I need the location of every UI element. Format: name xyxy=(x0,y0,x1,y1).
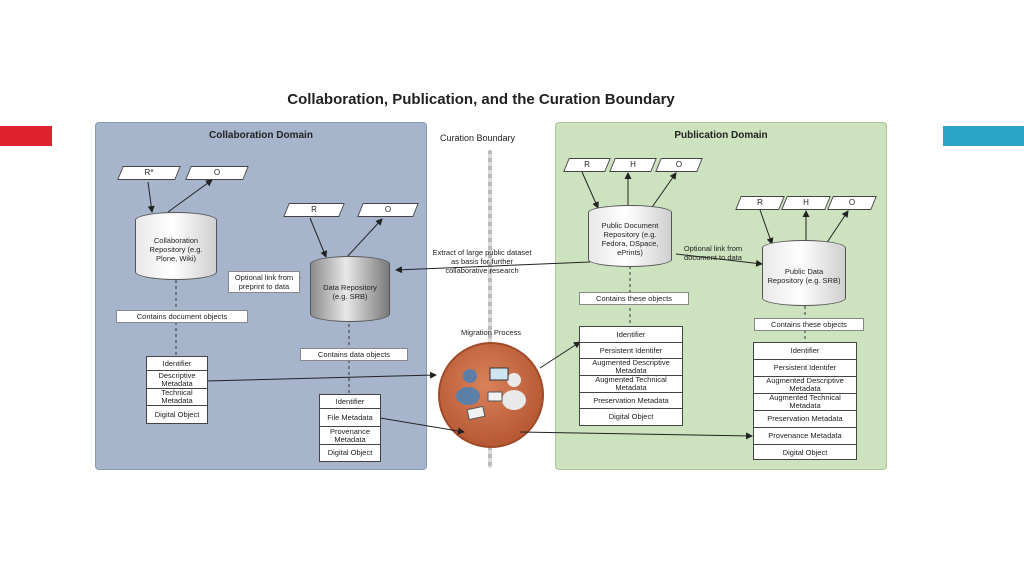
diagram-title: Collaboration, Publication, and the Cura… xyxy=(287,91,675,108)
optional-link-document-label: Optional link from document to data xyxy=(683,244,743,262)
pub-data-table-provenance: Provenance Metadata xyxy=(754,428,856,445)
pub-data-table-augmented-descriptive: Augmented Descriptive Metadata xyxy=(754,377,856,394)
pub-param-r: R xyxy=(563,158,611,172)
public-document-repository-cylinder: Public Document Repository (e.g. Fedora,… xyxy=(588,205,672,267)
collab-param-r: R* xyxy=(117,166,181,180)
data-repo-param-o: O xyxy=(357,203,419,217)
pub-table-preservation: Preservation Metadata xyxy=(580,393,682,409)
pub-data-object-table: Identifier Persistent Identifer Augmente… xyxy=(753,342,857,460)
pub-param-h: H xyxy=(609,158,657,172)
contains-document-objects-label: Contains document objects xyxy=(116,310,248,323)
migration-process-label: Migration Process xyxy=(460,328,522,337)
curation-boundary-chain xyxy=(488,150,492,468)
extract-dataset-annotation: Extract of large public dataset as basis… xyxy=(432,248,532,275)
public-data-repository-cylinder: Public Data Repository (e.g. SRB) xyxy=(762,240,846,306)
contains-data-objects-label: Contains data objects xyxy=(300,348,408,361)
collaboration-domain-title: Collaboration Domain xyxy=(209,130,313,141)
pub-object-table: Identifier Persistent Identifer Augmente… xyxy=(579,326,683,426)
pub-data-table-augmented-technical: Augmented Technical Metadata xyxy=(754,394,856,411)
collab-object-table: Identifier Descriptive Metadata Technica… xyxy=(146,356,208,424)
collab-table-digital-object: Digital Object xyxy=(154,409,200,419)
data-object-table: Identifier File Metadata Provenance Meta… xyxy=(319,394,381,462)
people-at-table-icon xyxy=(456,367,526,421)
pub-table-digital-object: Digital Object xyxy=(608,412,654,421)
optional-link-preprint-label: Optional link from preprint to data xyxy=(228,271,300,293)
pub-param-o: O xyxy=(655,158,703,172)
collab-table-technical: Technical Metadata xyxy=(147,389,207,406)
pub-contains-objects-label: Contains these objects xyxy=(579,292,689,305)
collab-table-identifier: Identifier xyxy=(147,357,207,371)
pub-data-table-preservation: Preservation Metadata xyxy=(754,411,856,428)
blue-accent-bar xyxy=(943,126,1024,146)
red-accent-bar xyxy=(0,126,52,146)
data-repository-cylinder: Data Repository (e.g. SRB) xyxy=(310,256,390,322)
curation-boundary-title: Curation Boundary xyxy=(440,133,516,143)
pub-data-param-r: R xyxy=(735,196,785,210)
pub-table-persistent-identifier: Persistent Identifer xyxy=(580,343,682,359)
data-repo-param-r: R xyxy=(283,203,345,217)
pub-table-identifier: Identifier xyxy=(580,327,682,343)
migration-process-circle xyxy=(438,342,544,448)
collab-table-descriptive: Descriptive Metadata xyxy=(147,371,207,389)
pub-data-param-h: H xyxy=(781,196,831,210)
pub-table-augmented-descriptive: Augmented Descriptive Metadata xyxy=(580,359,682,376)
pub-data-param-o: O xyxy=(827,196,877,210)
data-table-provenance: Provenance Metadata xyxy=(320,427,380,445)
collaboration-repository-cylinder: Collaboration Repository (e.g. Plone, Wi… xyxy=(135,212,217,280)
data-table-digital-object: Digital Object xyxy=(327,448,373,457)
pub-data-table-digital-object: Digital Object xyxy=(782,448,828,457)
data-table-identifier: Identifier xyxy=(320,395,380,409)
pub-table-augmented-technical: Augmented Technical Metadata xyxy=(580,376,682,393)
collab-param-o: O xyxy=(185,166,249,180)
pub-data-table-persistent-identifier: Persistent Identifer xyxy=(754,360,856,377)
publication-domain-title: Publication Domain xyxy=(674,130,768,141)
pub-data-contains-objects-label: Contains these objects xyxy=(754,318,864,331)
pub-data-table-identifier: Identifier xyxy=(754,343,856,360)
data-table-file-metadata: File Metadata xyxy=(320,409,380,427)
